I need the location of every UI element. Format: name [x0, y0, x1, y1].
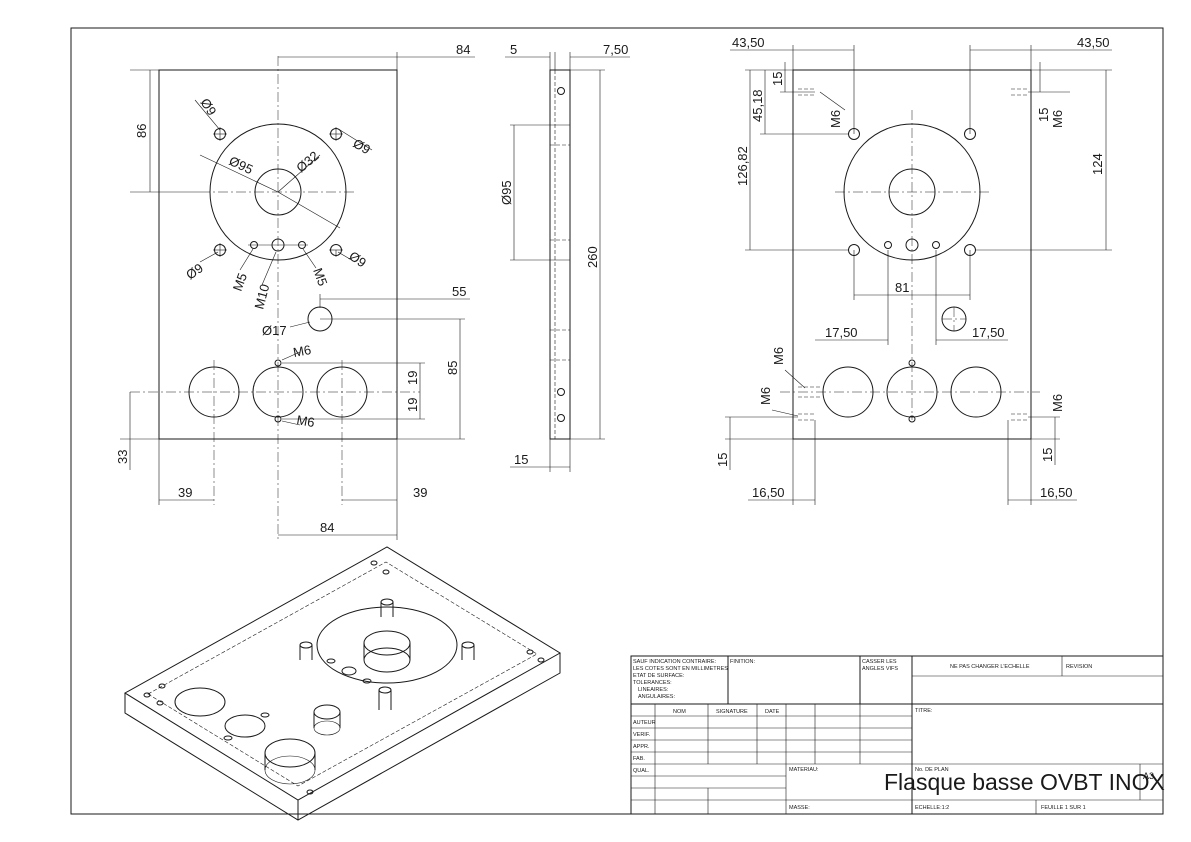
label-m5-l: M5 — [230, 271, 250, 293]
tb-titre: TITRE: — [915, 708, 933, 714]
tb-notes-1: SAUF INDICATION CONTRAIRE: — [633, 659, 716, 665]
right-hole-m6-bot — [908, 415, 916, 423]
hole-m6-top — [274, 359, 282, 367]
tb-feuille: FEUILLE 1 SUR 1 — [1041, 805, 1086, 811]
right-hole-m10 — [905, 238, 919, 252]
right-plate-outline — [792, 69, 1032, 440]
tb-notes-3: ETAT DE SURFACE: — [633, 673, 685, 679]
dim-19b: 19 — [405, 398, 420, 412]
dim-19a: 19 — [405, 371, 420, 385]
dim-15-br: 15 — [1040, 448, 1055, 462]
tb-casser-1: CASSER LES — [862, 659, 897, 665]
tb-notes-6: ANGULAIRES: — [638, 694, 675, 700]
tb-masse: MASSE: — [789, 805, 810, 811]
hole-m6-bot — [274, 415, 282, 423]
side-plate-outline — [549, 69, 571, 440]
dim-top-84: 84 — [456, 42, 470, 57]
tb-notes-5: LINEAIRES: — [638, 687, 669, 693]
label-m10: M10 — [251, 282, 272, 310]
label-m6-tr: M6 — [1050, 110, 1065, 128]
tb-row-qual: QUAL. — [633, 768, 650, 774]
iso-bore-95 — [316, 606, 458, 684]
dim-17-50-r: 17,50 — [972, 325, 1005, 340]
label-m6-bot: M6 — [295, 412, 315, 430]
dim-260: 260 — [585, 246, 600, 268]
tb-finition: FINITION: — [730, 659, 756, 665]
dim-16-50-l: 16,50 — [752, 485, 785, 500]
tb-row-fab: FAB. — [633, 756, 645, 762]
dim-bottom-84: 84 — [320, 520, 334, 535]
dim-15-tr: 15 — [1036, 108, 1051, 122]
dim-81: 81 — [895, 280, 909, 295]
right-hole-m5-r — [932, 241, 940, 249]
dim-43-50-r: 43,50 — [1077, 35, 1110, 50]
iso-bore-left — [174, 687, 226, 717]
tb-row-verif: VERIF. — [633, 732, 651, 738]
tb-casser-2: ANGLES VIFS — [862, 666, 898, 672]
dim-45-18: 45,18 — [750, 89, 765, 122]
dim-124: 124 — [1090, 153, 1105, 175]
dim-15-bl: 15 — [715, 453, 730, 467]
tb-revision: REVISION — [1066, 664, 1092, 670]
dim-16-50-r: 16,50 — [1040, 485, 1073, 500]
sheet-frame — [70, 27, 1164, 815]
dim-55: 55 — [452, 284, 466, 299]
right-view: 43,50 43,50 15 45,18 126,82 M6 15 M6 124… — [715, 35, 1112, 505]
side-view: 5 7,50 Ø95 260 15 — [499, 42, 630, 472]
tb-col-signature: SIGNATURE — [716, 709, 748, 715]
iso-bore-center — [224, 714, 266, 738]
side-hole-mid — [557, 388, 565, 396]
isometric-view — [124, 546, 561, 821]
drawing-title: Flasque basse OVBT INOX — [884, 769, 1165, 795]
right-hole-m6-top — [908, 359, 916, 367]
dim-dia95: Ø95 — [499, 180, 514, 205]
dim-15-tl: 15 — [770, 72, 785, 86]
side-hole-top — [557, 87, 565, 95]
label-m6-ml: M6 — [771, 347, 786, 365]
dim-43-50-l: 43,50 — [732, 35, 765, 50]
label-m6-lr: M6 — [1050, 394, 1065, 412]
dim-85: 85 — [445, 361, 460, 375]
front-view: 84 86 Ø9 Ø9 Ø95 Ø32 Ø9 Ø9 M5 M10 M5 55 Ø… — [115, 42, 475, 540]
label-dia17: Ø17 — [262, 323, 287, 338]
tb-ne-pas: NE PAS CHANGER L'ECHELLE — [950, 664, 1030, 670]
tb-notes-4: TOLERANCES: — [633, 680, 672, 686]
dim-5: 5 — [510, 42, 517, 57]
tb-format: A3 — [1143, 771, 1154, 781]
right-hole-m5-l — [884, 241, 892, 249]
label-m6-ll: M6 — [758, 387, 773, 405]
dim-86: 86 — [134, 124, 149, 138]
dim-39-r: 39 — [413, 485, 427, 500]
dim-15: 15 — [514, 452, 528, 467]
tb-row-auteur: AUTEUR — [633, 720, 656, 726]
tb-col-nom: NOM — [673, 709, 686, 715]
label-m6-top: M6 — [292, 342, 312, 360]
side-hole-bot — [557, 414, 565, 422]
tb-materiau: MATERIAU: — [789, 767, 819, 773]
label-m6-tl: M6 — [828, 110, 843, 128]
tb-col-date: DATE — [765, 709, 780, 715]
label-m5-r: M5 — [310, 266, 330, 288]
dim-39-l: 39 — [178, 485, 192, 500]
dim-17-50-l: 17,50 — [825, 325, 858, 340]
dim-126-82: 126,82 — [735, 146, 750, 186]
tb-notes-2: LES COTES SONT EN MILLIMETRES — [633, 666, 728, 672]
tb-row-appr: APPR. — [633, 744, 650, 750]
dim-7-50: 7,50 — [603, 42, 628, 57]
tb-no-plan: No. DE PLAN — [915, 767, 949, 773]
dim-33: 33 — [115, 450, 130, 464]
tb-echelle: ECHELLE:1:2 — [915, 805, 949, 811]
title-block: SAUF INDICATION CONTRAIRE: LES COTES SON… — [630, 655, 1165, 815]
